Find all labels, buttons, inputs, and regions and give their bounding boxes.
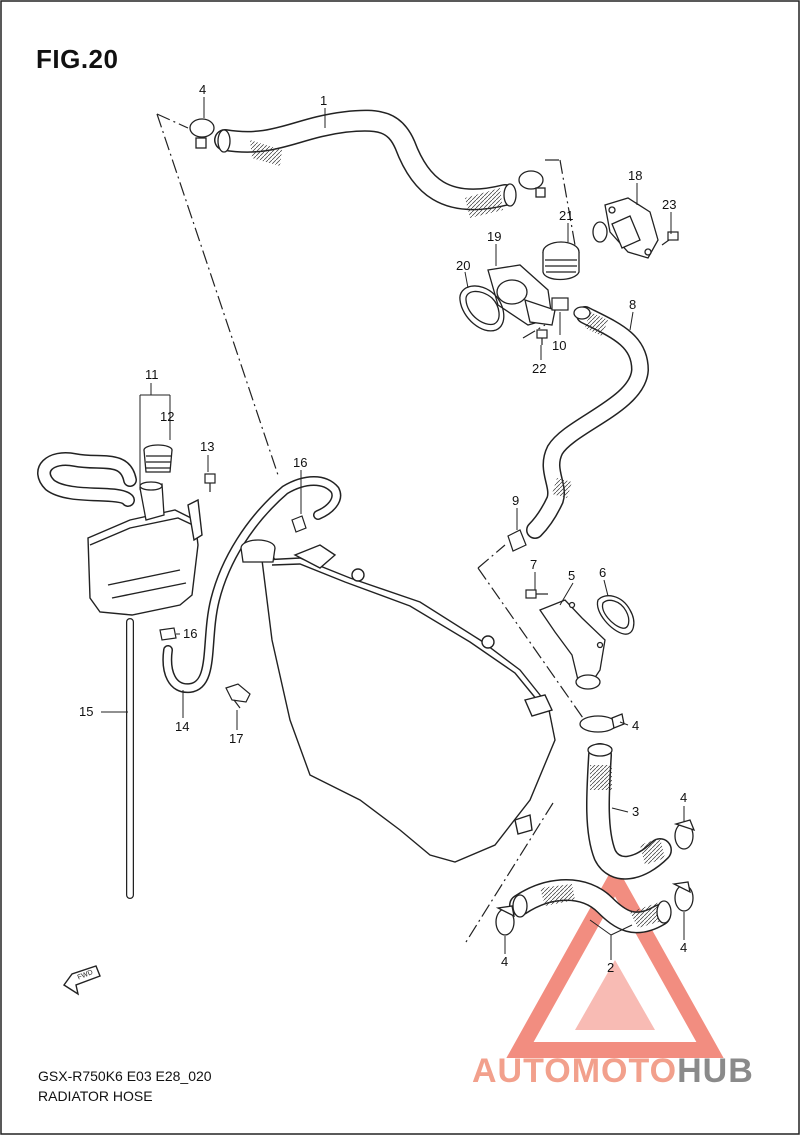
callout-leaders [101, 97, 685, 960]
watermark-moto: MOTO [571, 1052, 678, 1090]
callout-18: 18 [628, 168, 642, 183]
callout-2: 2 [607, 960, 614, 975]
callout-numbers: 1 4 18 23 21 19 20 8 10 22 11 12 13 16 9… [79, 82, 687, 975]
callout-7: 7 [530, 557, 537, 572]
clamp-10 [551, 297, 569, 311]
callout-8: 8 [629, 297, 636, 312]
leader-lines [156, 113, 591, 943]
bolt-13 [204, 473, 216, 492]
water-inlet-5 [539, 599, 606, 690]
radiator-filler [240, 539, 276, 563]
clamp-4-right [671, 881, 694, 912]
gasket-20 [459, 285, 505, 332]
callout-11: 11 [145, 367, 159, 382]
callout-5: 5 [568, 568, 575, 583]
watermark-logo [506, 863, 724, 1058]
clamp-upper-right [518, 170, 546, 198]
callout-21: 21 [559, 208, 573, 223]
hose-2 [509, 879, 672, 934]
callout-13: 13 [200, 439, 214, 454]
callout-16-upper: 16 [293, 455, 307, 470]
hose-1 [214, 109, 517, 218]
hose-8 [526, 306, 650, 539]
hose-3 [585, 743, 672, 880]
clamp-4-top [189, 118, 215, 149]
callout-19: 19 [487, 229, 501, 244]
model-code: GSX-R750K6 E03 E28_020 [38, 1068, 212, 1084]
callout-3: 3 [632, 804, 639, 819]
callout-6: 6 [599, 565, 606, 580]
callout-4-left: 4 [501, 954, 508, 969]
thermostat-cover-18 [592, 197, 659, 259]
clamp-9 [507, 529, 527, 552]
callout-1: 1 [320, 93, 327, 108]
clamp-4-middle [579, 713, 625, 733]
clamp-16-upper [291, 515, 307, 533]
figure-title: FIG.20 [36, 44, 119, 74]
callout-20: 20 [456, 258, 470, 273]
watermark-hub: HUB [677, 1052, 754, 1090]
callout-4-hose3: 4 [680, 790, 687, 805]
tank-filler-neck [139, 481, 165, 521]
watermark-text: AUTOMOTOHUB [472, 1052, 754, 1091]
callout-9: 9 [512, 493, 519, 508]
fwd-arrow-icon: FWD [62, 965, 101, 996]
callout-23: 23 [662, 197, 676, 212]
clamp-16-lower [159, 627, 177, 641]
clamp-4-left [495, 905, 515, 936]
callout-4-top: 4 [199, 82, 206, 97]
callout-10: 10 [552, 338, 566, 353]
callout-22: 22 [532, 361, 546, 376]
bolt-22 [536, 329, 548, 345]
clip-17 [225, 683, 251, 709]
tank-hose-11 [37, 452, 137, 507]
callout-4-middle: 4 [632, 718, 639, 733]
clamp-4-hose3 [673, 819, 696, 850]
thermostat-21 [542, 241, 580, 281]
radiator [249, 544, 556, 863]
callout-12: 12 [160, 409, 174, 424]
reservoir-tank [87, 498, 203, 616]
callout-15: 15 [79, 704, 93, 719]
callout-17: 17 [229, 731, 243, 746]
gasket-6 [596, 595, 635, 635]
bolt-23 [661, 231, 679, 246]
watermark-auto: AUTO [472, 1052, 572, 1090]
hose-14 [162, 476, 342, 694]
thermostat-case-19 [487, 264, 556, 326]
tank-cap-12 [143, 444, 173, 473]
part-name: RADIATOR HOSE [38, 1088, 153, 1104]
callout-16-lower: 16 [183, 626, 197, 641]
callout-14: 14 [175, 719, 189, 734]
bolt-7 [525, 589, 548, 599]
callout-4-right: 4 [680, 940, 687, 955]
